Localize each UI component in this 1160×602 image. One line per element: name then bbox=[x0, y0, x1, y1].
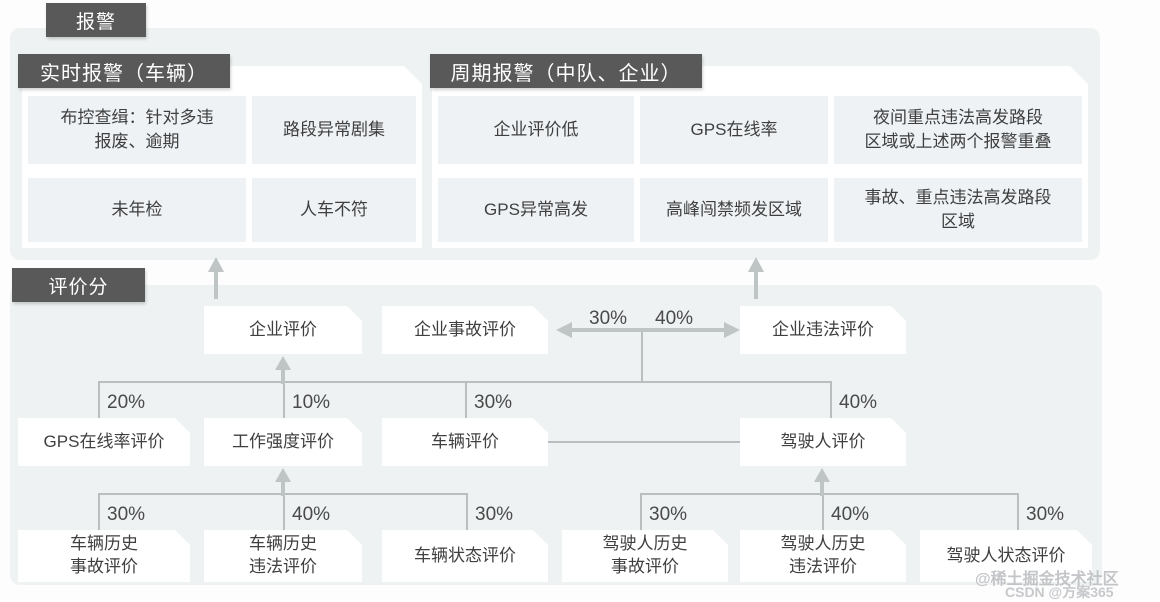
flow-box-enterprise-violation-eval[interactable]: 企业违法评价 bbox=[740, 306, 906, 354]
connector-line bbox=[822, 493, 824, 531]
weight-label: 40% bbox=[655, 308, 694, 329]
alarm-tile[interactable]: 布控查缉：针对多违报废、逾期 bbox=[28, 96, 246, 164]
connector-line bbox=[465, 381, 467, 419]
weight-label: 30% bbox=[1026, 504, 1065, 525]
flow-box-driver-history-accident[interactable]: 驾驶人历史事故评价 bbox=[562, 530, 728, 582]
alarm-tile[interactable]: GPS在线率 bbox=[640, 96, 828, 164]
watermark-juejin: @稀土掘金技术社区 bbox=[975, 571, 1119, 588]
flow-arrow-up bbox=[274, 356, 292, 384]
flow-box-driver-status[interactable]: 驾驶人状态评价 bbox=[920, 530, 1092, 582]
weight-label: 30% bbox=[589, 308, 628, 329]
connector-line bbox=[830, 381, 832, 419]
flow-box-vehicle-status[interactable]: 车辆状态评价 bbox=[382, 530, 548, 582]
connector-line bbox=[641, 330, 643, 382]
alarm-tile[interactable]: 人车不符 bbox=[252, 178, 416, 242]
flow-box-enterprise-eval[interactable]: 企业评价 bbox=[204, 306, 362, 354]
weight-label: 30% bbox=[649, 504, 688, 525]
alarm-tile[interactable]: GPS异常高发 bbox=[438, 178, 634, 242]
connector-line bbox=[640, 493, 1018, 495]
weight-label: 30% bbox=[107, 504, 146, 525]
connector-line bbox=[98, 493, 100, 531]
flow-box-workload-eval[interactable]: 工作强度评价 bbox=[204, 418, 362, 466]
weight-label: 30% bbox=[474, 392, 513, 413]
alarm-tile[interactable]: 高峰闯禁频发区域 bbox=[640, 178, 828, 242]
weight-label: 40% bbox=[831, 504, 870, 525]
flow-arrow-up bbox=[813, 468, 831, 496]
section-tag-score: 评价分 bbox=[12, 268, 145, 302]
weight-label: 40% bbox=[839, 392, 878, 413]
group-tag-realtime-alarm: 实时报警（车辆） bbox=[18, 54, 230, 88]
flow-arrow-left bbox=[556, 321, 740, 339]
weight-label: 40% bbox=[292, 504, 331, 525]
flow-arrow-up bbox=[207, 257, 225, 299]
flow-box-driver-eval[interactable]: 驾驶人评价 bbox=[740, 418, 906, 466]
connector-line bbox=[548, 441, 740, 443]
connector-line bbox=[283, 381, 285, 419]
flow-box-vehicle-history-violation[interactable]: 车辆历史违法评价 bbox=[204, 530, 362, 582]
watermark-csdn: CSDN @方案365 bbox=[1005, 584, 1114, 600]
flow-box-vehicle-history-accident[interactable]: 车辆历史事故评价 bbox=[18, 530, 190, 582]
flow-box-driver-history-violation[interactable]: 驾驶人历史违法评价 bbox=[740, 530, 906, 582]
alarm-tile[interactable]: 未年检 bbox=[28, 178, 246, 242]
weight-label: 30% bbox=[475, 504, 514, 525]
weight-label: 10% bbox=[292, 392, 331, 413]
group-tag-cycle-alarm: 周期报警（中队、企业） bbox=[430, 54, 702, 88]
connector-line bbox=[98, 381, 100, 419]
alarm-tile[interactable]: 路段异常剧集 bbox=[252, 96, 416, 164]
alarm-tile[interactable]: 夜间重点违法高发路段区域或上述两个报警重叠 bbox=[834, 96, 1082, 164]
flow-box-enterprise-accident-eval[interactable]: 企业事故评价 bbox=[382, 306, 548, 354]
connector-line bbox=[283, 493, 285, 531]
flow-box-vehicle-eval[interactable]: 车辆评价 bbox=[382, 418, 548, 466]
connector-line bbox=[466, 493, 468, 531]
connector-line bbox=[640, 493, 642, 531]
flow-box-gps-online-eval[interactable]: GPS在线率评价 bbox=[18, 418, 190, 466]
flow-arrow-up bbox=[747, 257, 765, 299]
weight-label: 20% bbox=[107, 392, 146, 413]
alarm-tile[interactable]: 企业评价低 bbox=[438, 96, 634, 164]
connector-line bbox=[1017, 493, 1019, 531]
flow-arrow-up bbox=[274, 468, 292, 496]
section-tag-alarm: 报警 bbox=[46, 3, 146, 37]
alarm-tile[interactable]: 事故、重点违法高发路段区域 bbox=[834, 178, 1082, 242]
